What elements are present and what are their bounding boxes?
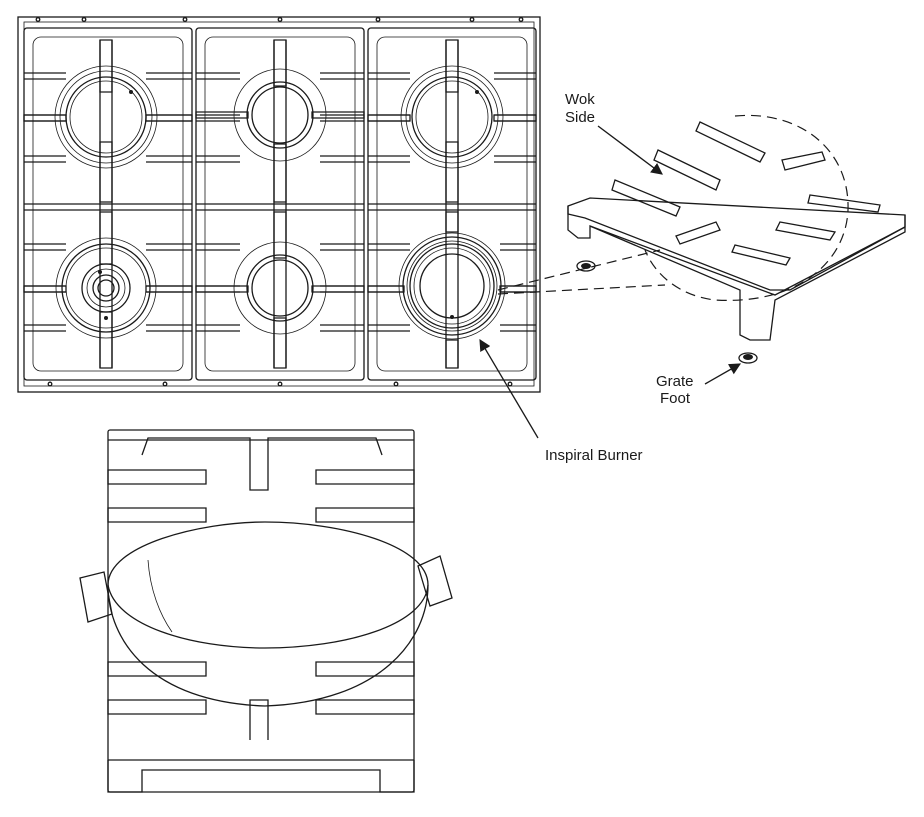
wok-highlight [147, 559, 173, 633]
wok-side-label-line1: Wok [565, 91, 595, 108]
wok-handle-right [417, 555, 453, 607]
grate-frame-top [567, 197, 906, 291]
grate-frame-side [567, 206, 906, 341]
label-wok-side: Wok Side [565, 91, 663, 175]
wok-side-arrow [597, 125, 663, 175]
grate-foot-rear [738, 352, 758, 364]
grate-isometric-view [497, 114, 906, 364]
label-grate-foot: Grate Foot [656, 363, 742, 407]
frame-mounting-holes [35, 17, 524, 387]
wok-bowl [107, 521, 429, 707]
wok-on-grate-view [79, 429, 453, 793]
burner-rear-left[interactable] [54, 65, 158, 169]
inspiral-burner-label: Inspiral Burner [545, 447, 643, 464]
grate-foot-label-line1: Grate [656, 373, 694, 390]
wok-grate-rear-rail [141, 437, 383, 491]
leader-dash-lower [497, 284, 666, 295]
grate-foot-arrow [704, 363, 742, 385]
grate-fingers-over-burners [23, 39, 537, 369]
wok-ring-outline [644, 114, 849, 301]
wok-grate-front-feet [107, 760, 415, 793]
burner-rear-right[interactable] [400, 65, 504, 169]
wok [79, 521, 453, 707]
burner-front-left[interactable] [55, 237, 157, 339]
burner-front-right-inspiral[interactable] [398, 232, 506, 340]
cooktop-top-view [17, 16, 541, 393]
grate-foot-label-line2: Foot [660, 390, 691, 407]
wok-handle-left [79, 571, 113, 623]
burner-rear-center[interactable] [233, 68, 327, 162]
leader-dash-upper [497, 249, 661, 291]
cooktop-outer-frame [17, 16, 541, 393]
grate-fingers [611, 121, 881, 266]
inspiral-burner-arrow [479, 338, 539, 439]
label-inspiral-burner: Inspiral Burner [479, 338, 643, 464]
burner-front-center[interactable] [233, 241, 327, 335]
wok-grate-fingers-rear [107, 469, 415, 523]
grate-section-center[interactable] [195, 27, 365, 381]
wok-side-label-line2: Side [565, 109, 595, 126]
grate-section-right[interactable] [367, 27, 537, 381]
wok-rim-front [107, 584, 429, 649]
wok-grate-fingers-front [107, 661, 415, 715]
